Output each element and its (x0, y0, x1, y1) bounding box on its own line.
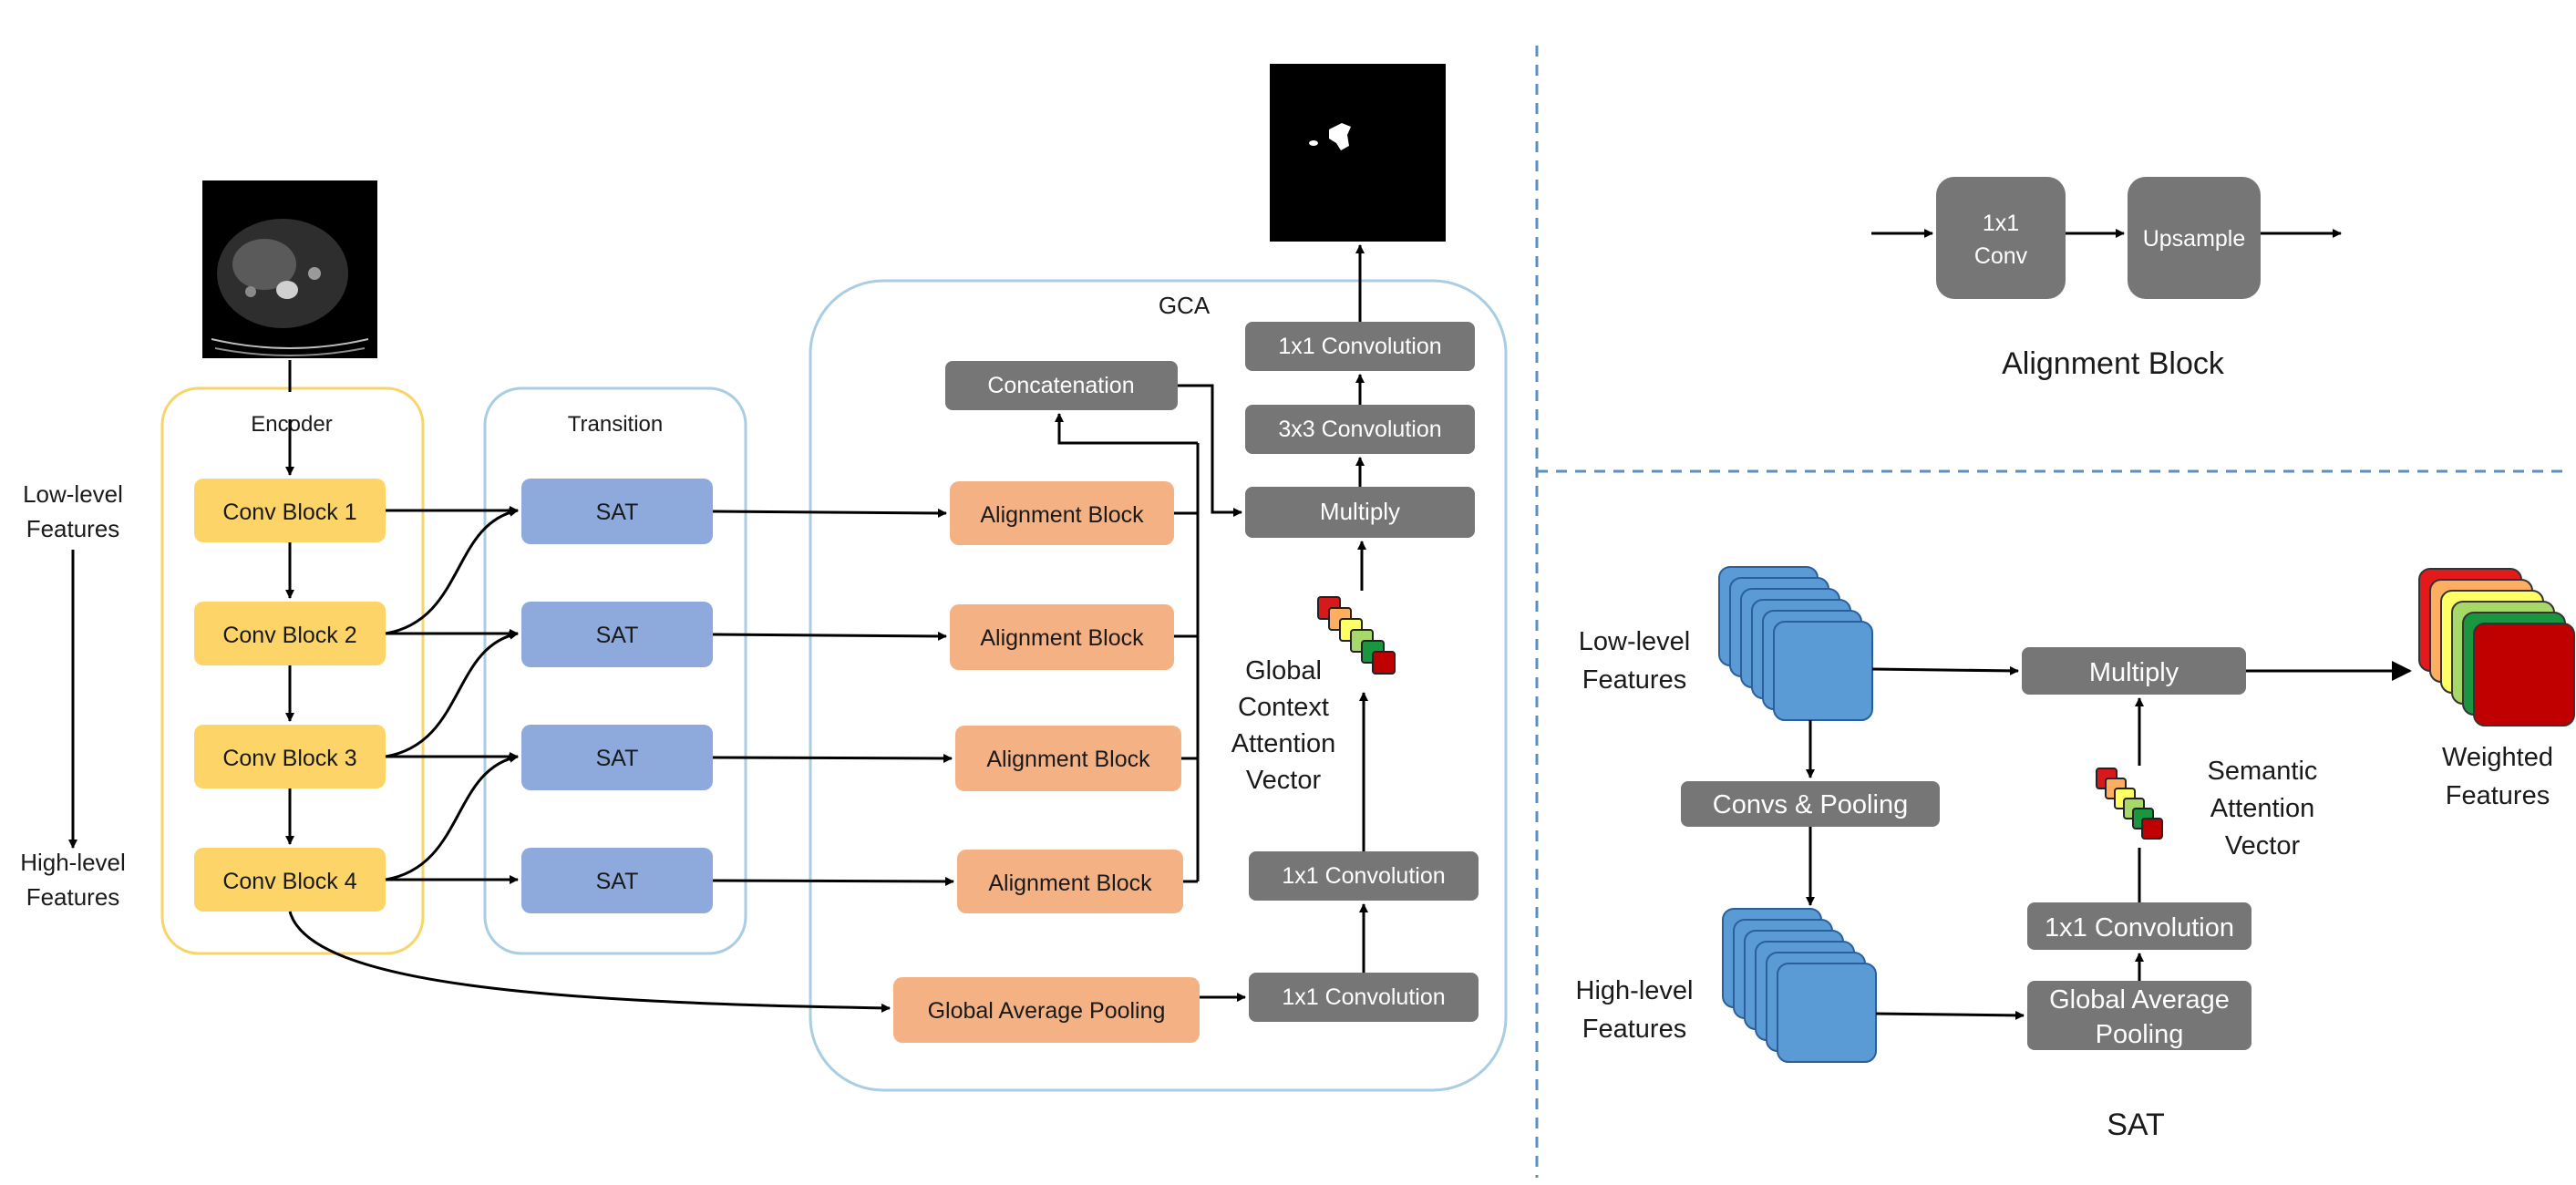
low-level-label-1: Low-level (23, 480, 123, 508)
sat-weighted-label-1: Weighted (2442, 743, 2553, 772)
svg-text:Upsample: Upsample (2143, 226, 2246, 252)
alignment-block-3: Alignment Block (955, 726, 1181, 791)
high-level-label-2: Features (26, 883, 120, 911)
segmentation-mask-image (1270, 64, 1446, 242)
alignment-upsample-block: Upsample (2128, 177, 2261, 299)
svg-text:Conv: Conv (1974, 243, 2028, 269)
global-attention-vector-icon (1317, 596, 1396, 675)
high-level-feature-stack-icon (1722, 908, 1877, 1063)
svg-text:Global Average Pooling: Global Average Pooling (928, 998, 1166, 1024)
sat-sav-label-1: Semantic (2208, 757, 2318, 786)
low-level-label-2: Features (26, 515, 120, 542)
sat-sav-label-3: Vector (2225, 831, 2301, 860)
alignment-conv-block: 1x1 Conv (1936, 177, 2066, 299)
svg-text:Multiply: Multiply (2089, 658, 2179, 687)
gca-title: GCA (1159, 292, 1211, 319)
svg-text:SAT: SAT (596, 623, 639, 648)
sat-block-4: SAT (521, 848, 713, 913)
sat-weighted-label-2: Features (2446, 781, 2550, 810)
concatenation-block: Concatenation (945, 361, 1178, 410)
svg-text:Alignment Block: Alignment Block (980, 625, 1144, 651)
svg-text:1x1 Convolution: 1x1 Convolution (1282, 984, 1445, 1010)
svg-text:Alignment Block: Alignment Block (986, 747, 1150, 772)
svg-text:Conv Block 3: Conv Block 3 (222, 746, 356, 771)
svg-text:1x1 Convolution: 1x1 Convolution (1282, 863, 1445, 889)
conv3x3-block: 3x3 Convolution (1245, 405, 1475, 454)
alignment-panel-caption: Alignment Block (2002, 346, 2225, 381)
alignment-block-4: Alignment Block (957, 850, 1183, 913)
conv-block-1: Conv Block 1 (194, 479, 386, 542)
svg-text:Pooling: Pooling (2096, 1020, 2184, 1049)
svg-text:Conv Block 2: Conv Block 2 (222, 623, 356, 648)
svg-text:Convs & Pooling: Convs & Pooling (1713, 790, 1908, 819)
svg-text:Conv Block 4: Conv Block 4 (222, 869, 356, 894)
low-level-feature-stack-icon (1718, 566, 1873, 721)
svg-text:Concatenation: Concatenation (987, 373, 1134, 398)
gcav-label-2: Context (1238, 693, 1329, 722)
sat-high-label-1: High-level (1576, 976, 1694, 1005)
sat-sav-label-2: Attention (2210, 794, 2314, 823)
ct-scan-image (202, 180, 377, 358)
sat-panel-arrows (1806, 661, 2412, 1020)
svg-text:Multiply: Multiply (1320, 498, 1400, 525)
gcav-label-3: Attention (1231, 729, 1335, 758)
sat-panel-caption: SAT (2107, 1108, 2165, 1142)
conv1x1-bottom-block: 1x1 Convolution (1249, 973, 1479, 1022)
svg-text:Alignment Block: Alignment Block (988, 871, 1152, 896)
semantic-attention-vector-icon (2096, 768, 2163, 840)
transition-title: Transition (568, 412, 663, 437)
svg-text:SAT: SAT (596, 746, 639, 771)
weighted-feature-stack-icon (2418, 568, 2575, 726)
svg-text:1x1: 1x1 (1983, 211, 2019, 236)
svg-text:Conv Block 1: Conv Block 1 (222, 500, 356, 525)
transition-group (483, 386, 747, 955)
sat-low-label-1: Low-level (1579, 627, 1691, 656)
sat-convs-pooling-block: Convs & Pooling (1681, 781, 1940, 827)
conv1x1-top-block: 1x1 Convolution (1245, 322, 1475, 371)
sat-low-label-2: Features (1582, 665, 1686, 695)
svg-text:1x1 Convolution: 1x1 Convolution (1278, 334, 1441, 359)
gcav-label-1: Global (1245, 656, 1322, 685)
high-level-label-1: High-level (20, 849, 126, 876)
global-average-pooling-block: Global Average Pooling (893, 977, 1200, 1043)
multiply-block: Multiply (1245, 487, 1475, 538)
conv-block-4: Conv Block 4 (194, 848, 386, 912)
sat-conv1x1-block: 1x1 Convolution (2027, 902, 2251, 950)
encoder-title: Encoder (251, 412, 332, 437)
sat-block-1: SAT (521, 479, 713, 544)
sat-high-label-2: Features (1582, 1015, 1686, 1044)
encoder-group (160, 386, 425, 955)
sat-gap-block: Global Average Pooling (2027, 981, 2251, 1050)
conv-block-2: Conv Block 2 (194, 602, 386, 665)
sat-block-2: SAT (521, 602, 713, 667)
gca-group (809, 279, 1508, 1092)
svg-text:SAT: SAT (596, 500, 639, 525)
svg-text:3x3 Convolution: 3x3 Convolution (1278, 417, 1441, 442)
conv-block-3: Conv Block 3 (194, 725, 386, 788)
sat-block-3: SAT (521, 725, 713, 790)
gcav-label-4: Vector (1246, 766, 1322, 795)
svg-text:Alignment Block: Alignment Block (980, 502, 1144, 528)
svg-text:Global Average: Global Average (2049, 985, 2230, 1015)
svg-text:1x1 Convolution: 1x1 Convolution (2045, 913, 2234, 943)
main-arrows (285, 244, 1368, 1013)
alignment-block-1: Alignment Block (950, 481, 1174, 545)
svg-text:SAT: SAT (596, 869, 639, 894)
sat-multiply-block: Multiply (2022, 647, 2246, 695)
conv1x1-mid-block: 1x1 Convolution (1249, 851, 1479, 901)
alignment-block-2: Alignment Block (950, 604, 1174, 670)
